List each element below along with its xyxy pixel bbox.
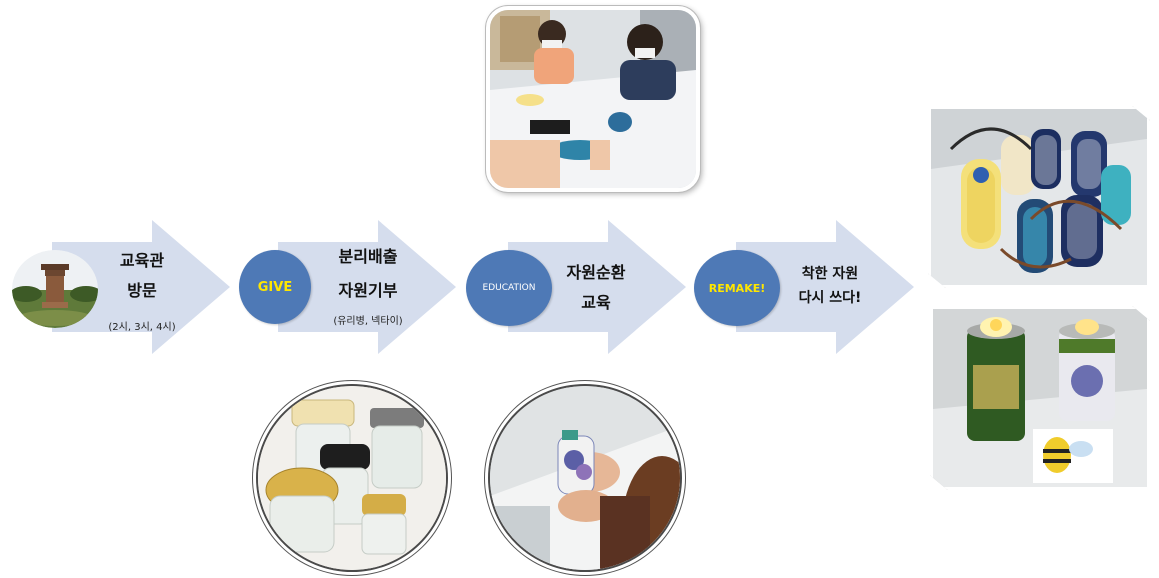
- step-arrow-3: [508, 220, 698, 354]
- step-1-title-line1: 교육관: [119, 251, 165, 270]
- remake-badge: REMAKE!: [694, 250, 780, 326]
- education-badge-label: EDUCATION: [482, 283, 536, 293]
- arrow-shape: [508, 220, 686, 354]
- remake-badge-label: REMAKE!: [708, 281, 766, 295]
- painting-bottle-photo: [488, 384, 682, 572]
- step-1-subtitle: (2시, 3시, 4시): [108, 322, 176, 333]
- step-1-text: 교육관 방문 (2시, 3시, 4시): [92, 246, 192, 333]
- step-2-subtitle: (유리병, 넥타이): [333, 316, 403, 327]
- step-2-text: 분리배출 자원기부 (유리병, 넥타이): [318, 240, 418, 327]
- step-4-title-line1: 착한 자원: [801, 266, 859, 282]
- glass-jars-photo: [256, 384, 448, 572]
- classroom-photo: [486, 6, 700, 192]
- step-3-title-line2: 교육: [581, 293, 611, 312]
- can-lanterns-photo: [930, 306, 1150, 490]
- step-4-text: 착한 자원 다시 쓰다!: [778, 262, 882, 310]
- step-arrow-1: [52, 220, 242, 354]
- tower-photo: [12, 250, 98, 328]
- arrow-shape: [52, 220, 230, 354]
- step-3-text: 자원순환 교육: [548, 258, 644, 318]
- woven-bags-photo: [928, 106, 1150, 288]
- arrow-shape: [736, 220, 914, 354]
- education-badge: EDUCATION: [466, 250, 552, 326]
- give-badge: GIVE: [239, 250, 311, 324]
- arrow-shape: [278, 220, 456, 354]
- step-arrow-4: [736, 220, 926, 354]
- step-1-title-line2: 방문: [127, 281, 157, 300]
- step-arrow-2: [278, 220, 468, 354]
- step-3-title-line1: 자원순환: [566, 263, 626, 282]
- give-badge-label: GIVE: [257, 279, 293, 295]
- step-2-title-line1: 분리배출: [338, 247, 398, 266]
- step-4-title-line2: 다시 쓰다!: [798, 290, 862, 306]
- step-2-title-line2: 자원기부: [338, 281, 398, 300]
